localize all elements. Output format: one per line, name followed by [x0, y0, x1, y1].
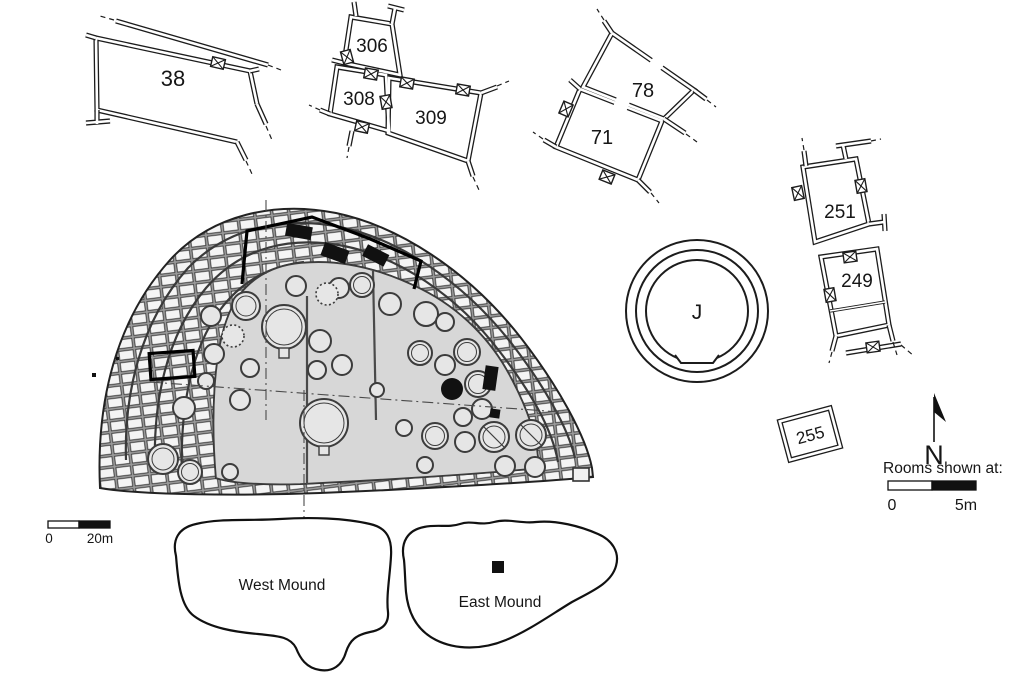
rooms-scale-zero: 0 — [888, 497, 897, 514]
settlement-plan — [92, 200, 595, 520]
rooms-scale-black-segment — [931, 480, 977, 491]
site-scale-zero: 0 — [45, 531, 53, 546]
north-arrow-head — [934, 393, 946, 422]
circular-bins — [147, 272, 547, 485]
rooms-scale-white-segment — [887, 480, 933, 491]
room-38-label: 38 — [161, 66, 185, 91]
rooms-scale-bar: Rooms shown at: 0 5m — [883, 460, 1003, 514]
rooms-scale-max: 5m — [955, 497, 977, 514]
site-scale-bar: 0 20m — [45, 520, 113, 546]
east-mound-label: East Mound — [459, 594, 542, 611]
room-38: 38 — [85, 15, 282, 175]
room-255: 255 — [776, 404, 844, 464]
room-251-label: 251 — [824, 202, 856, 223]
structure-j-label: J — [692, 301, 703, 324]
site-scale-max: 20m — [87, 531, 113, 546]
rooms-scale-caption: Rooms shown at: — [883, 460, 1003, 477]
structure-j: J — [625, 239, 769, 383]
north-arrow: N — [924, 393, 946, 470]
west-mound: West Mound — [173, 516, 393, 672]
rooms-251-249: 251 249 — [791, 137, 915, 364]
north-label: N — [924, 440, 944, 470]
room-309-label: 309 — [415, 108, 447, 129]
room-78-label: 78 — [632, 80, 654, 102]
small-bins — [172, 275, 546, 481]
rooms-306-308-309: 306 308 309 — [308, 1, 510, 191]
west-mound-label: West Mound — [239, 577, 326, 594]
site-scale-white-segment — [47, 520, 80, 529]
site-scale-black-segment — [78, 520, 111, 529]
room-306-label: 306 — [356, 36, 388, 57]
east-mound-excavation-marker — [492, 561, 504, 573]
room-249-label: 249 — [841, 271, 873, 292]
burnt-features — [284, 222, 501, 419]
rooms-78-71: 78 71 — [532, 8, 717, 204]
room-308-label: 308 — [343, 89, 375, 110]
room-71-label: 71 — [591, 127, 613, 149]
east-mound: East Mound — [401, 519, 619, 649]
survey-lines — [149, 200, 561, 520]
